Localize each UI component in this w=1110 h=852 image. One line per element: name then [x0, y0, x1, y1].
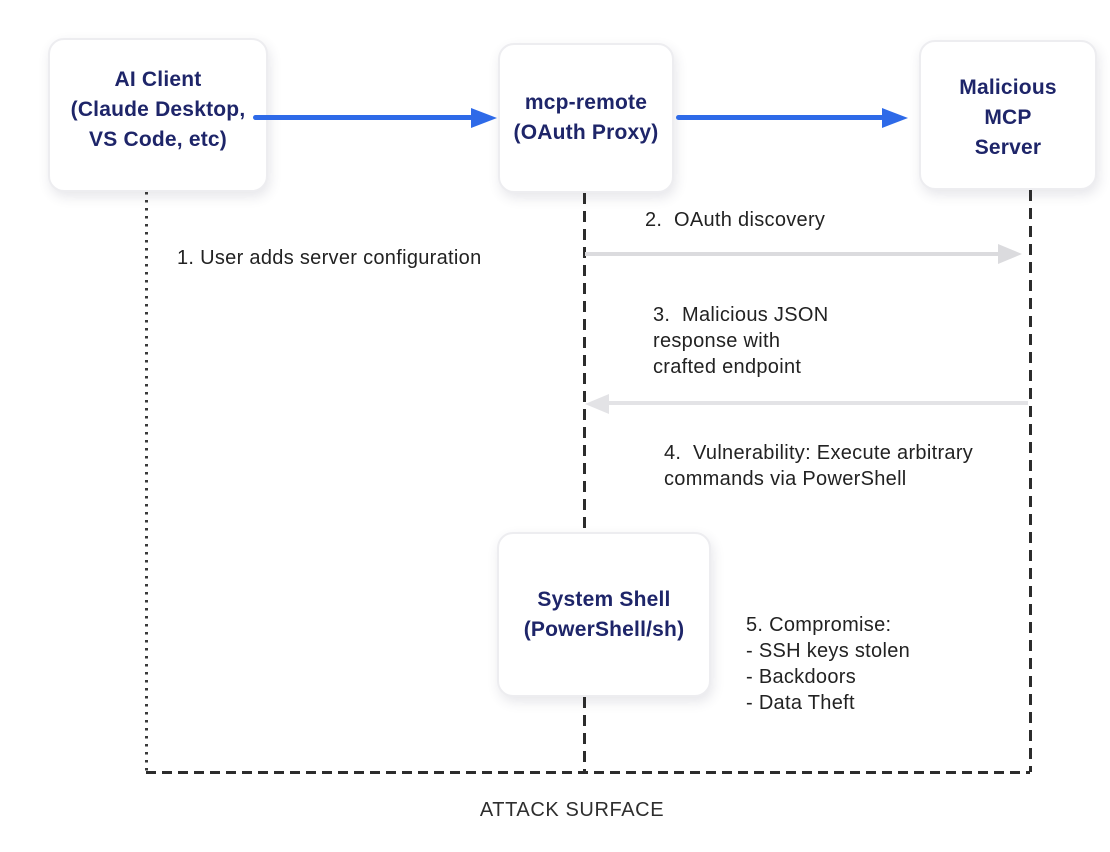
attack-surface-caption: ATTACK SURFACE [479, 799, 665, 821]
message-4-vulnerability-execute-commands: 4. Vulnerability: Execute arbitrary comm… [664, 442, 974, 490]
actor-box-ai-client: AI Client (Claude Desktop, VS Code, etc) [48, 38, 268, 192]
lifeline-mcp-remote-lower [583, 697, 586, 772]
message-2-oauth-discovery: 2. OAuth discovery [645, 209, 826, 231]
arrow-client-to-proxy [253, 115, 473, 120]
arrowhead-right-icon [882, 108, 908, 128]
attack-surface-boundary-line [146, 771, 1030, 774]
arrowhead-left-icon [585, 394, 609, 414]
arrow-proxy-to-server [676, 115, 884, 120]
message-1-user-adds-server-config: 1. User adds server configuration [177, 247, 482, 269]
arrowhead-right-icon [471, 108, 497, 128]
arrow-oauth-discovery [585, 252, 1000, 256]
actor-box-system-shell: System Shell (PowerShell/sh) [497, 532, 711, 697]
message-5-compromise-list: 5. Compromise: - SSH keys stolen - Backd… [746, 614, 911, 714]
lifeline-mcp-remote-upper [583, 193, 586, 532]
lifeline-malicious-server [1029, 190, 1032, 772]
arrow-malicious-json-response [608, 401, 1028, 405]
actor-label-mcp-remote: mcp-remote (OAuth Proxy) [513, 91, 659, 144]
arrowhead-right-icon [998, 244, 1022, 264]
actor-label-system-shell: System Shell (PowerShell/sh) [523, 587, 685, 641]
actor-label-malicious-mcp-server: Malicious MCP Server [959, 76, 1057, 159]
actor-box-malicious-mcp-server: Malicious MCP Server [919, 40, 1097, 190]
lifeline-ai-client [145, 192, 148, 772]
actor-label-ai-client: AI Client (Claude Desktop, VS Code, etc) [70, 68, 246, 151]
actor-box-mcp-remote: mcp-remote (OAuth Proxy) [498, 43, 674, 193]
message-3-malicious-json-response: 3. Malicious JSON response with crafted … [653, 304, 829, 378]
